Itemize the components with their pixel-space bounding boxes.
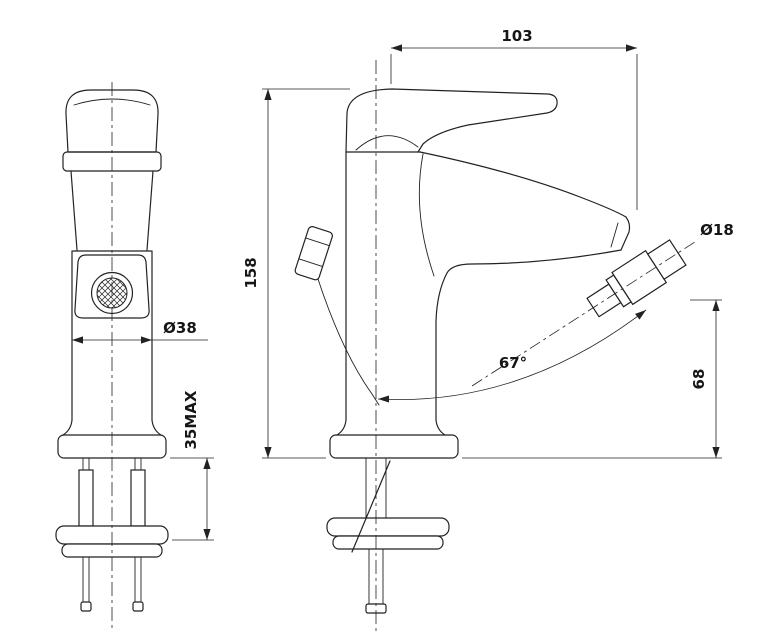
dim-front-deck-max: 35MAX: [170, 390, 214, 541]
side-body-spout: [345, 151, 631, 421]
dim-label-spout-depth: 103: [501, 27, 532, 45]
dim-label-outlet-height: 68: [690, 369, 708, 390]
dim-label-overall-height: 158: [242, 257, 260, 288]
dim-side-outlet-height: 68: [462, 299, 722, 459]
side-popup-knob: [294, 226, 380, 406]
dim-label-aerator-diameter: Ø18: [700, 221, 734, 239]
popup-rod: [317, 278, 380, 406]
dim-label-body-diameter: Ø38: [163, 319, 197, 337]
drain-linkage-rod: [351, 460, 391, 553]
dim-label-deck-thickness: 35MAX: [182, 390, 200, 449]
side-handle-lever: [345, 88, 558, 153]
spray-axis-centerline: [471, 239, 699, 387]
side-mounting-hardware: [326, 457, 450, 614]
front-view: Ø38 35MAX: [55, 82, 214, 628]
side-spray-head: [471, 239, 699, 387]
shank-washer-plate: [326, 517, 450, 537]
side-view: 103 158 67° Ø18 68: [242, 27, 734, 632]
mounting-stud-left: [78, 469, 94, 527]
side-base: [329, 419, 459, 459]
dim-side-height: 158: [242, 88, 350, 459]
dim-side-spray-angle: 67°: [377, 309, 647, 403]
dim-label-spray-angle: 67°: [499, 354, 527, 372]
mounting-stud-right: [130, 469, 146, 527]
shank-gasket: [332, 535, 444, 550]
dim-front-diameter: Ø38: [72, 319, 208, 344]
front-body: [70, 170, 154, 421]
dim-side-depth: 103: [390, 27, 638, 210]
dim-side-spray-diameter: Ø18: [700, 221, 734, 239]
